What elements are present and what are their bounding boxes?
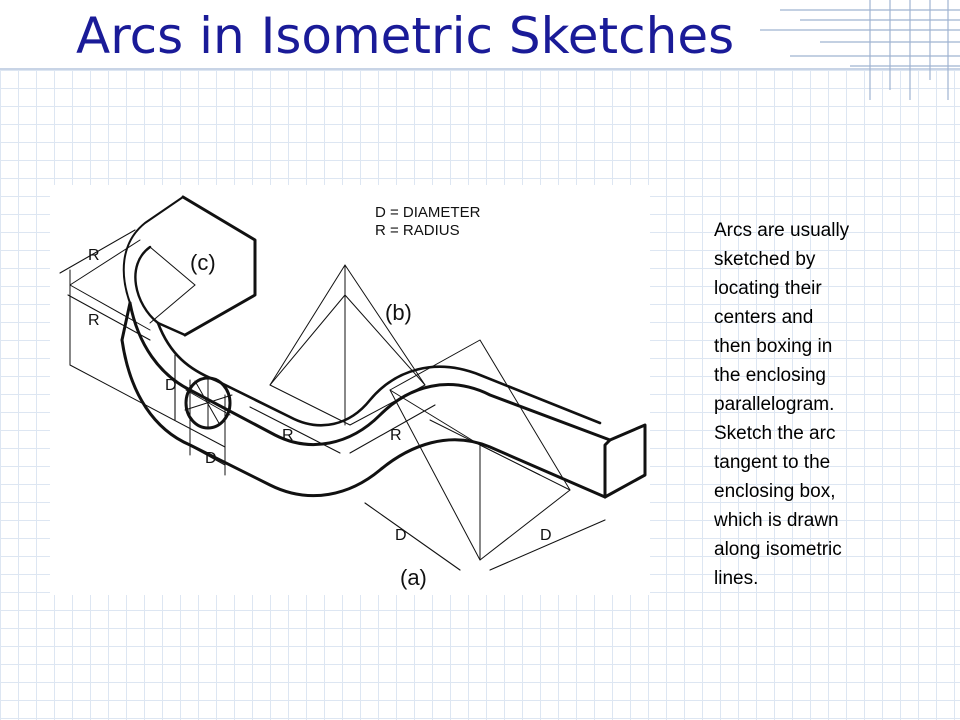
dimension-label-d: D xyxy=(205,450,217,467)
body-line: Sketch the arc xyxy=(714,423,836,444)
inner-arc-c xyxy=(134,245,187,337)
legend-radius: R = RADIUS xyxy=(375,222,460,239)
figure-label-a: (a) xyxy=(400,565,427,590)
dimension-lines xyxy=(59,229,606,571)
body-line: parallelogram. xyxy=(714,394,835,415)
body-line: locating their xyxy=(714,278,822,299)
construction-lines-b xyxy=(269,264,426,426)
dimension-label-d: D xyxy=(395,527,407,544)
body-line: which is drawn xyxy=(714,510,839,531)
dimension-label-r: R xyxy=(88,247,100,264)
slide-title: Arcs in Isometric Sketches xyxy=(76,7,735,65)
dimension-label-d: D xyxy=(540,527,552,544)
body-line: tangent to the xyxy=(714,452,831,473)
construction-lines-a xyxy=(389,339,571,561)
figure-label-b: (b) xyxy=(385,300,412,325)
body-line: Arcs are usually xyxy=(714,220,850,241)
body-line: centers and xyxy=(714,307,814,328)
legend-diameter: D = DIAMETER xyxy=(375,204,481,221)
title-band xyxy=(0,0,960,70)
body-line: enclosing box, xyxy=(714,481,836,502)
circle-construction xyxy=(184,377,233,429)
left-block-inner-edge xyxy=(122,196,184,304)
slide-body-text: Arcs are usually sketched by locating th… xyxy=(714,216,904,593)
dimension-label-r: R xyxy=(282,427,294,444)
isometric-arc-figure: D = DIAMETER R = RADIUS (c) (b) (a) R R … xyxy=(50,185,650,595)
construction-lines-c xyxy=(69,239,226,476)
corner-decoration xyxy=(760,0,960,100)
dimension-label-d: D xyxy=(165,377,177,394)
right-block-outline xyxy=(603,423,647,499)
isometric-drawing: D = DIAMETER R = RADIUS (c) (b) (a) R R … xyxy=(59,195,647,590)
body-line: lines. xyxy=(714,568,759,589)
body-top-edge xyxy=(128,301,612,446)
body-line: along isometric xyxy=(714,539,842,560)
figure-label-c: (c) xyxy=(190,250,216,275)
body-line: sketched by xyxy=(714,249,816,270)
body-line: the enclosing xyxy=(714,365,826,386)
body-bottom-edge xyxy=(120,338,607,499)
body-line: then boxing in xyxy=(714,336,833,357)
dimension-label-r: R xyxy=(88,312,100,329)
dimension-label-r: R xyxy=(390,427,402,444)
left-block-outline xyxy=(181,195,257,337)
